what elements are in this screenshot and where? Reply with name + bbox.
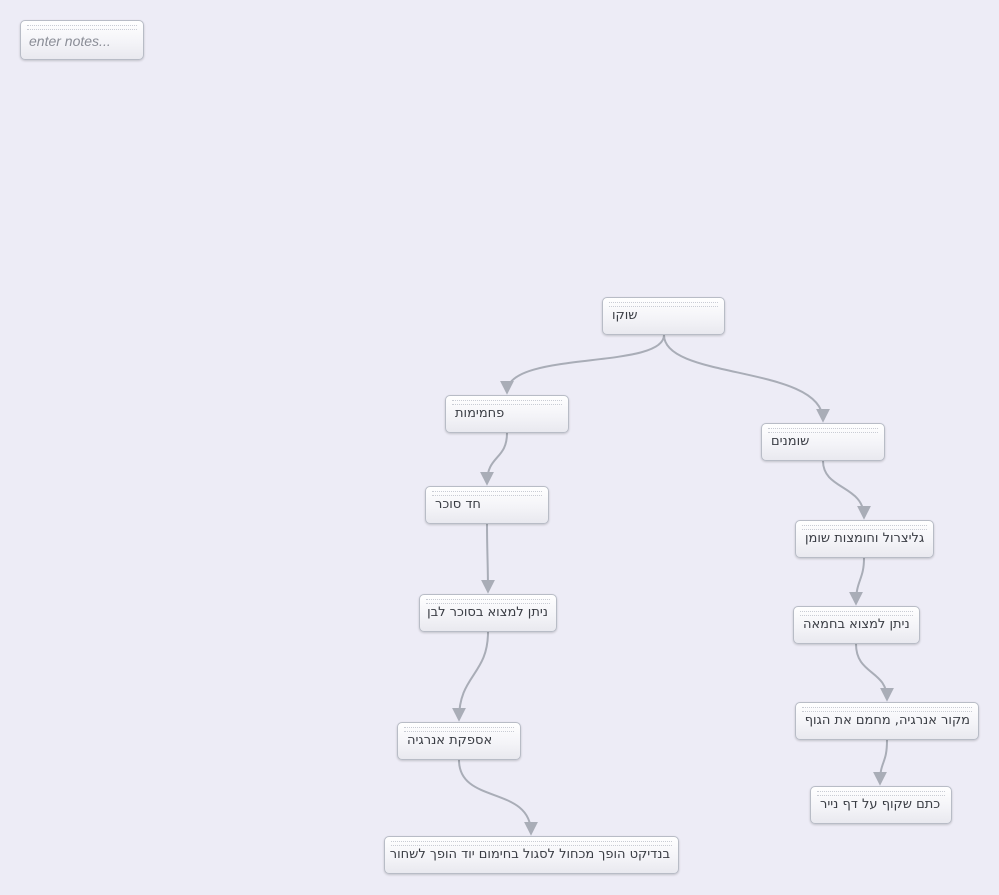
node-fats[interactable]: שומנים xyxy=(761,423,885,461)
edge-root-to-fats xyxy=(663,334,830,423)
node-drag-handle[interactable] xyxy=(432,491,542,496)
node-drag-handle[interactable] xyxy=(802,707,972,712)
node-label: שוקו xyxy=(612,308,638,323)
node-label: פחמימות xyxy=(455,406,505,421)
node-root[interactable]: שוקו xyxy=(602,297,725,335)
edge-sugar-to-energy xyxy=(452,631,489,722)
node-drag-handle[interactable] xyxy=(802,525,927,530)
node-drag-handle[interactable] xyxy=(404,727,514,732)
edge-energy-to-test xyxy=(458,759,538,836)
node-label: מקור אנרגיה, מחמם את הגוף xyxy=(804,713,970,728)
edge-fats-to-glycerol xyxy=(822,460,871,520)
node-drag-handle[interactable] xyxy=(452,400,562,405)
node-energy-source-warms[interactable]: מקור אנרגיה, מחמם את הגוף xyxy=(795,702,979,740)
node-drag-handle[interactable] xyxy=(768,428,878,433)
node-benedict-test[interactable]: בנדיקט הופך מכחול לסגול בחימום יוד הופך … xyxy=(384,836,679,874)
node-label: בנדיקט הופך מכחול לסגול בחימום יוד הופך … xyxy=(389,847,670,862)
notes-box[interactable] xyxy=(20,20,144,60)
node-label: ניתן למצוא בסוכר לבן xyxy=(427,605,548,620)
node-monosaccharide[interactable]: חד סוכר xyxy=(425,486,549,524)
edge-warmth-to-paper-stain xyxy=(873,739,888,786)
edge-butter-to-warmth xyxy=(855,643,894,702)
node-drag-handle[interactable] xyxy=(391,841,672,846)
node-label: גליצרול וחומצות שומן xyxy=(805,531,925,546)
node-found-in-white-sugar[interactable]: ניתן למצוא בסוכר לבן xyxy=(419,594,557,632)
node-glycerol-fatty-acids[interactable]: גליצרול וחומצות שומן xyxy=(795,520,934,558)
node-label: חד סוכר xyxy=(435,497,481,512)
node-found-in-butter[interactable]: ניתן למצוא בחמאה xyxy=(793,606,920,644)
node-label: אספקת אנרגיה xyxy=(407,733,493,748)
node-drag-handle[interactable] xyxy=(609,302,718,307)
node-label: ניתן למצוא בחמאה xyxy=(803,617,910,632)
edge-carbs-to-monosaccharide xyxy=(480,432,508,486)
notes-drag-handle[interactable] xyxy=(27,25,137,30)
node-carbohydrates[interactable]: פחמימות xyxy=(445,395,569,433)
node-translucent-stain[interactable]: כתם שקוף על דף נייר xyxy=(810,786,952,824)
edge-root-to-carbs xyxy=(500,334,665,395)
node-label: שומנים xyxy=(771,434,810,449)
node-drag-handle[interactable] xyxy=(800,611,913,616)
node-label: כתם שקוף על דף נייר xyxy=(820,797,941,812)
node-energy-supply[interactable]: אספקת אנרגיה xyxy=(397,722,521,760)
notes-input[interactable] xyxy=(29,32,135,50)
edge-glycerol-to-butter xyxy=(849,557,865,606)
node-drag-handle[interactable] xyxy=(426,599,550,604)
edge-monosaccharide-to-sugar xyxy=(480,523,495,594)
node-drag-handle[interactable] xyxy=(817,791,945,796)
